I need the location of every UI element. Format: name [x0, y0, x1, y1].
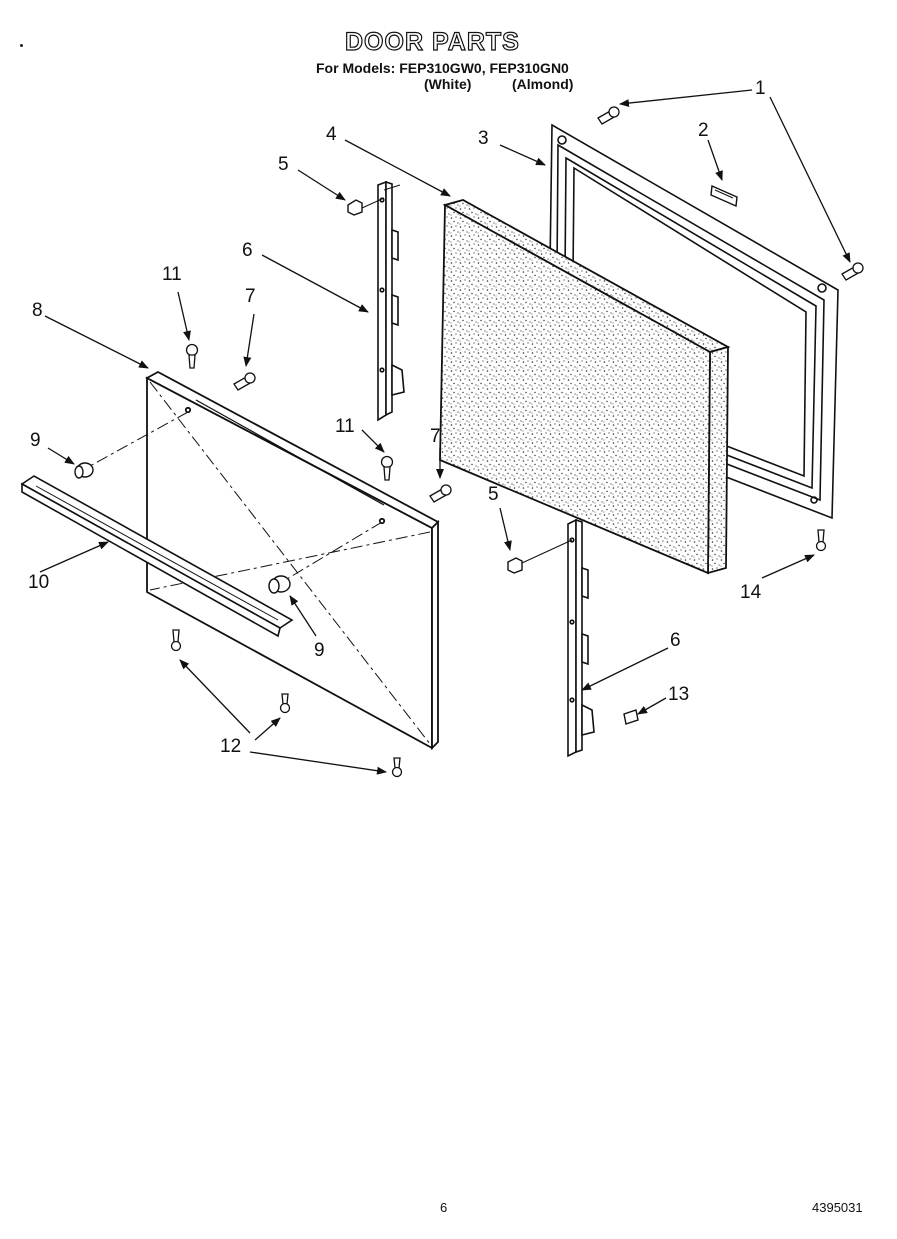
page-number: 6	[440, 1200, 448, 1215]
callout-4: 4	[326, 124, 337, 145]
callout-14: 14	[740, 582, 762, 603]
callout-9-right: 9	[314, 640, 325, 661]
alignment-lines	[361, 184, 573, 564]
variant-white: (White)	[424, 76, 472, 92]
callout-13: 13	[668, 684, 689, 705]
trim-strip-part-10	[20, 475, 294, 638]
screw-part-7-right	[429, 484, 452, 503]
screw-part-12-b	[279, 693, 291, 714]
callout-10: 10	[28, 572, 49, 593]
page-title: DOOR PARTS	[344, 27, 520, 56]
hinge-channel-lower-part-6	[567, 518, 595, 758]
hinge-channel-upper-part-6	[377, 180, 405, 422]
callout-7-right: 7	[430, 426, 441, 447]
models-line: For Models: FEP310GW0, FEP310GN0	[316, 60, 569, 76]
callout-12: 12	[220, 736, 241, 757]
clip-part-5-upper	[347, 199, 363, 216]
document-number: 4395031	[812, 1200, 863, 1215]
screw-part-11-left	[185, 343, 199, 369]
clip-part-13	[623, 709, 639, 725]
callout-2: 2	[698, 120, 709, 141]
label-part-2	[710, 184, 738, 208]
screw-part-7-left	[233, 372, 256, 391]
screw-part-14	[815, 529, 827, 552]
bumper-part-9-left	[74, 462, 94, 479]
corner-mark	[20, 44, 23, 47]
callout-11-left: 11	[162, 264, 182, 285]
insulation-part-4	[439, 199, 731, 575]
callout-labels: 1 2 3 4 5 6 7 8 11 9 10 11 7 9 5 6 13 14…	[28, 78, 766, 757]
callout-7-left: 7	[245, 286, 256, 307]
screw-part-12-a	[170, 629, 182, 652]
callout-8: 8	[32, 300, 43, 321]
variant-almond: (Almond)	[512, 76, 574, 92]
screw-part-1-top	[597, 106, 620, 125]
callout-9-left: 9	[30, 430, 41, 451]
callout-5-lower: 5	[488, 484, 499, 505]
callout-3: 3	[478, 128, 489, 149]
callout-6-lower: 6	[670, 630, 681, 651]
screw-part-1-right	[841, 262, 864, 281]
outer-door-panel-part-8	[89, 370, 440, 751]
callout-5-upper: 5	[278, 154, 289, 175]
bumper-part-9-right	[268, 575, 291, 594]
callout-arrows	[39, 89, 851, 775]
callout-11-right: 11	[335, 416, 355, 437]
callout-6-upper: 6	[242, 240, 253, 261]
screw-part-11-right	[380, 455, 394, 481]
clip-part-5-lower	[507, 557, 523, 574]
callout-1: 1	[755, 78, 766, 99]
screw-part-12-c	[391, 757, 403, 778]
